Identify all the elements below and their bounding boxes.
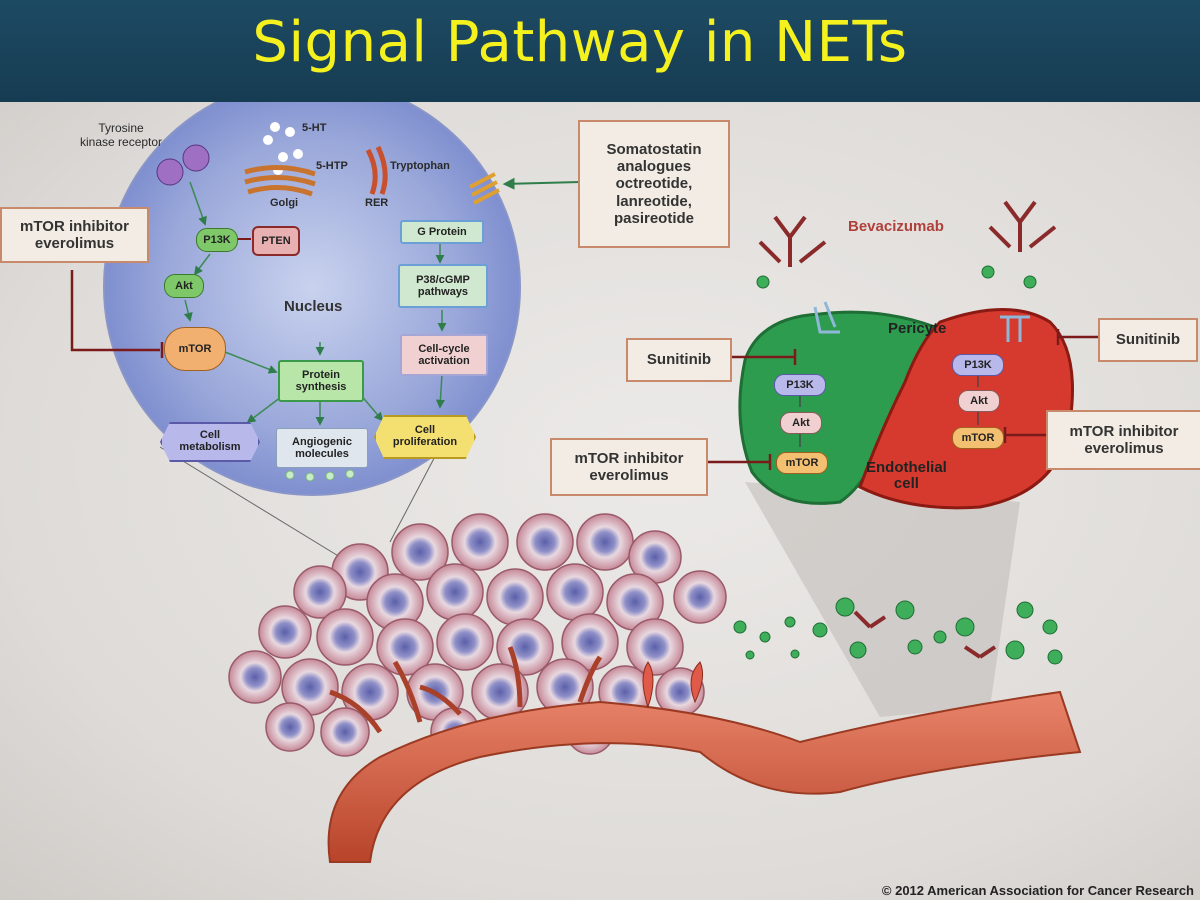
cell-metabolism-node: Cell metabolism [160, 422, 260, 462]
vegf-receptor-icon [813, 301, 1030, 342]
mtor-inhibit-line-left [70, 270, 160, 352]
zoom-line-right [389, 446, 441, 543]
pericyte-pi3k-node: P13K [774, 374, 826, 396]
golgi-icon [244, 164, 316, 197]
tryptophan-label: Tryptophan [390, 160, 450, 172]
title-bar: Signal Pathway in NETs [0, 0, 1200, 102]
somatostatin-arrow [502, 177, 581, 190]
red-blood-cell-icon [642, 661, 654, 709]
tyrosine-receptor-icon-2 [182, 144, 210, 172]
mtor-inhibitor-box-left: mTOR inhibitor everolimus [0, 207, 149, 263]
blood-vessel [327, 690, 1082, 863]
rer-icon [365, 145, 388, 195]
angiogenic-molecules-node: Angiogenic molecules [276, 428, 368, 468]
golgi-label: Golgi [270, 197, 299, 209]
sunitinib-box-left: Sunitinib [626, 338, 732, 382]
copyright-notice: © 2012 American Association for Cancer R… [881, 883, 1194, 898]
rer-label: RER [365, 197, 389, 209]
pericyte-mtor-node: mTOR [776, 452, 828, 474]
pericyte-label: Pericyte [888, 320, 947, 337]
diagram-canvas: Tyrosine kinase receptor 5-HT 5-HTP Tryp… [0, 102, 1200, 900]
cell-circle [103, 102, 521, 496]
somatostatin-box: Somatostatin analogues octreotide, lanre… [578, 120, 730, 248]
pericyte-akt-node: Akt [780, 412, 822, 434]
mtor-inhibitor-box-right: mTOR inhibitor everolimus [1046, 410, 1200, 470]
cell-proliferation-node: Cell proliferation [374, 415, 476, 459]
vegf-dots-icon [733, 597, 1063, 665]
akt-node: Akt [164, 274, 204, 298]
zoom-cone-vessel [745, 482, 1020, 717]
p38-node: P38/cGMP pathways [398, 264, 488, 308]
bevacizumab-antibody-icon [758, 200, 1057, 659]
g-protein-node: G Protein [400, 220, 484, 244]
pten-node: PTEN [252, 226, 300, 256]
endothelial-mtor-node: mTOR [952, 427, 1004, 449]
cell-cycle-node: Cell-cycle activation [400, 334, 488, 376]
mtor-inhibitor-box-center: mTOR inhibitor everolimus [550, 438, 708, 496]
bevacizumab-label: Bevacizumab [848, 218, 944, 235]
endothelial-pi3k-node: P13K [952, 354, 1004, 376]
zoom-line-left [159, 446, 341, 558]
endothelial-label: Endothelial cell [866, 459, 947, 492]
nucleus-label: Nucleus [284, 298, 343, 315]
htp-label: 5-HTP [316, 160, 348, 172]
pi3k-node: P13K [196, 228, 238, 252]
tyrosine-receptor-label: Tyrosine kinase receptor [80, 121, 163, 149]
slide-title: Signal Pathway in NETs [252, 10, 908, 75]
diagram-graphics [70, 102, 1098, 863]
mtor-node: mTOR [164, 327, 226, 371]
serotonin-label: 5-HT [302, 122, 327, 134]
red-blood-cell-icon-2 [690, 661, 704, 704]
endothelial-akt-node: Akt [958, 390, 1000, 412]
tyrosine-receptor-icon [156, 158, 184, 186]
vessel-branches [329, 646, 603, 734]
somatostatin-receptor-icon [469, 172, 500, 205]
angiogenic-dots-icon [285, 469, 355, 482]
inhibitor-lines-right [705, 329, 1098, 470]
serotonin-vesicles-icon [263, 122, 303, 175]
protein-synthesis-node: Protein synthesis [278, 360, 364, 402]
sunitinib-box-right: Sunitinib [1098, 318, 1198, 362]
